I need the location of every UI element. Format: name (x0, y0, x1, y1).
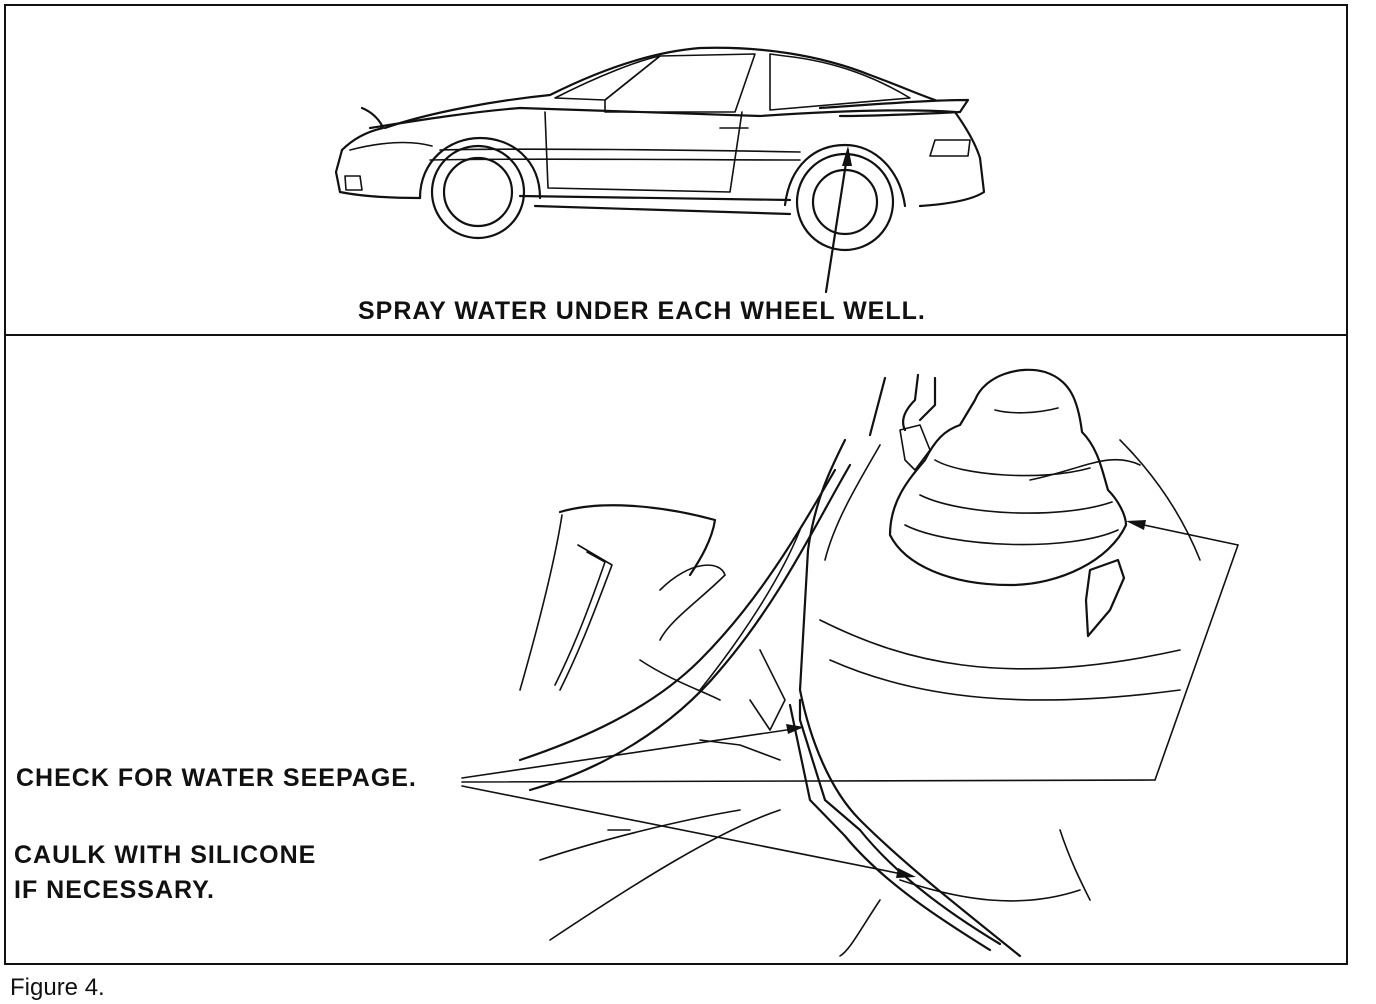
caulk-label-line2: IF NECESSARY. (14, 876, 216, 904)
caulk-label-line1: CAULK WITH SILICONE (14, 841, 317, 869)
leader-lines (461, 520, 1239, 878)
wheel-well-arrow (824, 146, 852, 294)
figure-frame (4, 4, 1348, 965)
wheel-well-detail-illustration (518, 368, 1201, 958)
panel-divider (4, 334, 1348, 336)
spray-instruction-label: SPRAY WATER UNDER EACH WHEEL WELL. (358, 297, 926, 325)
check-seepage-label: CHECK FOR WATER SEEPAGE. (16, 764, 417, 792)
car-body (334, 46, 986, 252)
figure-caption: Figure 4. (10, 974, 105, 1001)
